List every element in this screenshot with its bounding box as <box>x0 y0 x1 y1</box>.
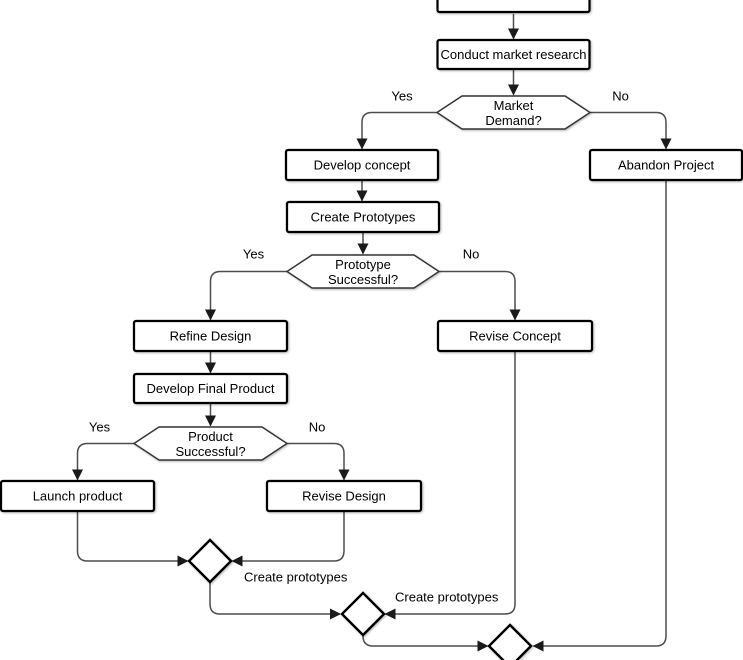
decision-shape <box>132 426 289 461</box>
node-label: Launch product <box>33 489 123 504</box>
edge-label-yes: Yes <box>243 247 265 262</box>
edge-market-demand-no <box>590 111 672 150</box>
node-revise-design[interactable]: Revise Design <box>265 479 423 513</box>
node-market-demand-decision[interactable]: Market Demand? <box>435 95 592 130</box>
node-abandon-project[interactable]: Abandon Project <box>588 148 743 182</box>
node-label: Create Prototypes <box>311 210 416 225</box>
edge-revise-design-to-merge1 <box>231 511 345 567</box>
process-shape <box>436 319 594 353</box>
diamond-shape <box>487 623 533 660</box>
edge-label-no: No <box>612 89 629 104</box>
node-label: Abandon Project <box>618 158 715 173</box>
merge-connector-3[interactable] <box>487 623 533 660</box>
node-product-successful-decision[interactable]: Product Successful? <box>132 426 289 461</box>
process-shape <box>284 148 440 182</box>
process-shape <box>265 479 423 513</box>
edge-label-no: No <box>463 247 480 262</box>
edge-prototype-successful-no <box>439 270 521 321</box>
edge-label-no: No <box>309 420 326 435</box>
process-shape <box>132 372 289 405</box>
decision-shape <box>285 254 441 289</box>
node-refine-design[interactable]: Refine Design <box>132 319 289 353</box>
diamond-shape <box>187 538 233 584</box>
node-start[interactable] <box>436 0 591 14</box>
node-label-line2: Successful? <box>328 272 398 287</box>
process-shape <box>0 479 156 513</box>
node-label: Develop concept <box>314 158 411 173</box>
edge-merge2-to-merge3 <box>362 635 489 652</box>
process-shape <box>436 0 591 14</box>
edge-product-successful-no <box>287 442 350 481</box>
node-launch-product[interactable]: Launch product <box>0 479 156 513</box>
node-label-line2: Successful? <box>175 444 245 459</box>
edge-label-create-prototypes: Create prototypes <box>395 590 499 605</box>
edge-labels: Yes No Yes No Yes No Create prototypes C… <box>89 89 629 605</box>
edge-label-yes: Yes <box>89 420 111 435</box>
node-label-line1: Prototype <box>335 257 391 272</box>
edge-launch-to-merge1 <box>76 511 189 567</box>
connectors <box>72 14 672 652</box>
process-shape <box>588 148 743 182</box>
node-label: Revise Concept <box>469 329 561 344</box>
node-label-line2: Demand? <box>485 113 541 128</box>
edge-prototype-successful-yes <box>205 270 287 321</box>
node-label: Develop Final Product <box>147 381 275 396</box>
node-label: Refine Design <box>170 329 252 344</box>
diamond-shape <box>340 591 386 637</box>
merge-connector-2[interactable] <box>340 591 386 637</box>
edge-label-create-prototypes: Create prototypes <box>244 570 348 585</box>
node-label-line1: Market <box>494 98 534 113</box>
edge-market-demand-yes <box>356 111 437 150</box>
node-label-line1: Product <box>188 429 233 444</box>
node-conduct-market-research[interactable]: Conduct market research <box>436 38 591 71</box>
node-prototype-successful-decision[interactable]: Prototype Successful? <box>285 254 441 289</box>
node-label: Conduct market research <box>441 47 587 62</box>
edge-abandon-to-merge3 <box>532 180 667 652</box>
node-develop-final-product[interactable]: Develop Final Product <box>132 372 289 405</box>
edge-merge1-to-merge2 <box>209 582 341 620</box>
edge-revise-concept-to-merge2 <box>384 351 516 620</box>
process-shape <box>132 319 289 353</box>
edge-product-successful-yes <box>72 442 134 481</box>
node-develop-concept[interactable]: Develop concept <box>284 148 440 182</box>
node-label: Revise Design <box>302 489 386 504</box>
process-shape <box>436 38 591 71</box>
decision-shape <box>435 95 592 130</box>
edge-label-yes: Yes <box>391 89 413 104</box>
process-shape <box>285 200 441 234</box>
merge-connector-1[interactable] <box>187 538 233 584</box>
node-revise-concept[interactable]: Revise Concept <box>436 319 594 353</box>
node-create-prototypes[interactable]: Create Prototypes <box>285 200 441 234</box>
